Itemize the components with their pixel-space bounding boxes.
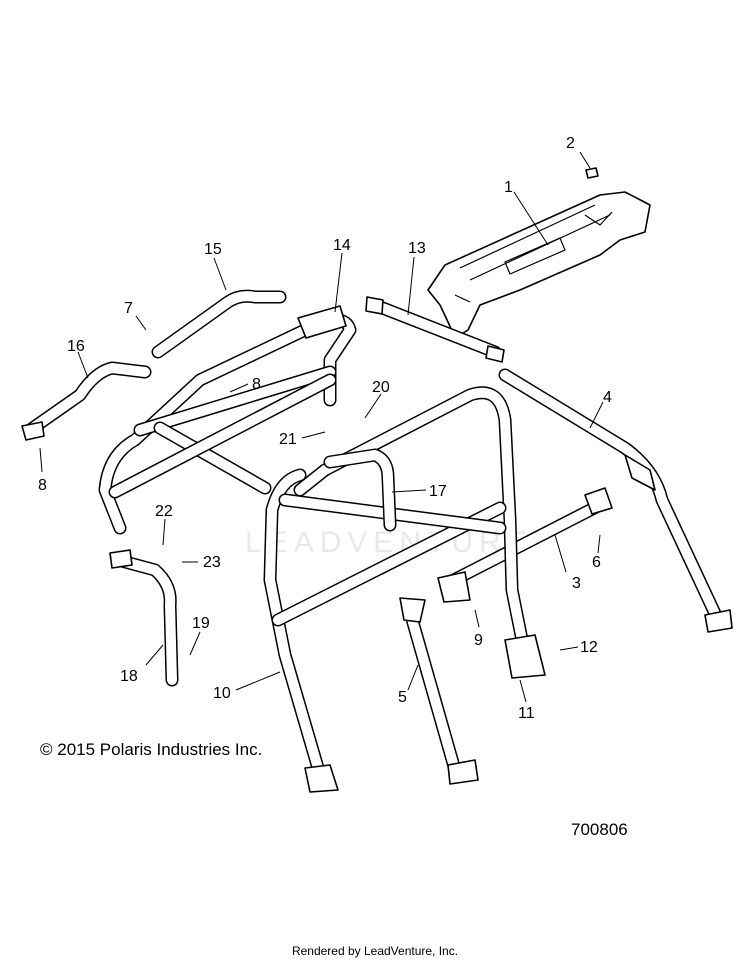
leader-lines: [39, 151, 604, 703]
callout-21: 21: [279, 431, 297, 448]
footer-text: Rendered by LeadVenture, Inc.: [291, 944, 459, 958]
callout-14: 14: [333, 237, 351, 254]
callout-19: 19: [192, 615, 210, 632]
part-brace-18: [109, 549, 179, 687]
part-fastener-2: [585, 167, 599, 179]
callout-7: 7: [124, 300, 133, 317]
callout-17: 17: [429, 483, 447, 500]
copyright-text: © 2015 Polaris Industries Inc.: [40, 740, 263, 759]
callout-2: 2: [566, 135, 575, 152]
callout-18: 18: [120, 668, 138, 685]
callout-8a: 8: [252, 376, 261, 393]
part-side-rail-4: [498, 368, 733, 633]
callout-labels: 1 2 3 4 5 6 7 8 8 9 10 11 12 13 14 15 16…: [38, 135, 612, 722]
part-front-roll-bar-10: [263, 468, 507, 793]
part-cross-tube-13: [365, 296, 505, 363]
callout-4: 4: [603, 389, 612, 406]
part-roof-panel: [427, 191, 651, 339]
part-rear-roll-bar-5: [293, 386, 546, 785]
figure-number: 700806: [571, 820, 628, 839]
callout-6: 6: [592, 554, 601, 571]
callout-23: 23: [203, 554, 221, 571]
part-front-cage-14: [98, 305, 357, 535]
callout-22: 22: [155, 503, 173, 520]
callout-13: 13: [408, 240, 426, 257]
callout-1: 1: [504, 179, 513, 196]
callout-12: 12: [580, 639, 598, 656]
part-upper-bar-15: [151, 289, 287, 359]
callout-5: 5: [398, 689, 407, 706]
callout-15: 15: [204, 241, 222, 258]
part-side-bar-16: [21, 361, 152, 441]
callout-3: 3: [572, 575, 581, 592]
part-support-17: [323, 448, 397, 532]
callout-20: 20: [372, 379, 390, 396]
callout-10: 10: [213, 685, 231, 702]
callout-9: 9: [474, 632, 483, 649]
callout-16: 16: [67, 338, 85, 355]
callout-8b: 8: [38, 477, 47, 494]
part-cross-brace-3: [437, 487, 613, 603]
callout-11: 11: [518, 705, 535, 722]
